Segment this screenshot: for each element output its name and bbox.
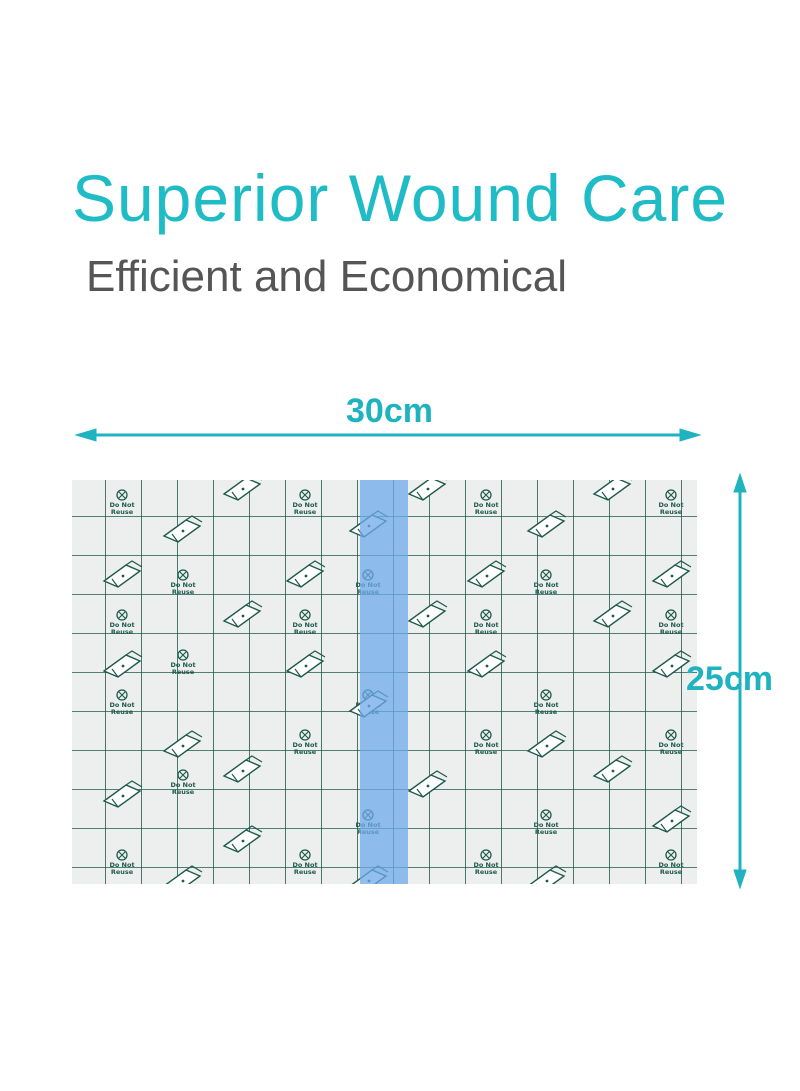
height-arrow-icon [733, 472, 747, 890]
width-arrow-icon [74, 428, 702, 442]
headline: Superior Wound Care [71, 161, 729, 235]
height-dimension-label: 25cm [686, 660, 773, 698]
dressing-sheet: Do Not Reuse [72, 480, 697, 884]
subheadline: Efficient and Economical [86, 252, 568, 301]
width-dimension-label: 30cm [346, 392, 433, 430]
blue-backing-strip [360, 480, 408, 884]
